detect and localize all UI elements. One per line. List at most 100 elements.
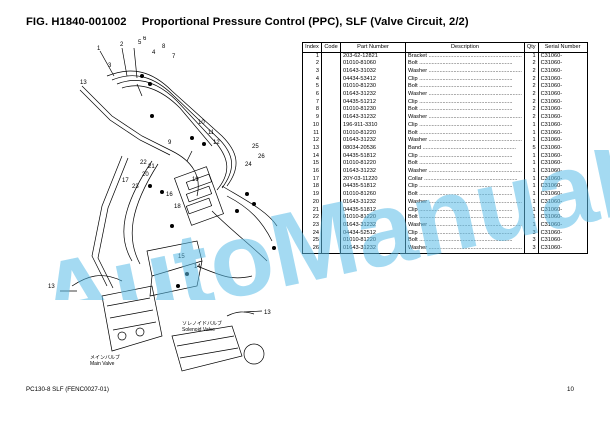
description-text: Washer <box>408 245 522 251</box>
row-part-number: 01010-81220 <box>340 129 406 138</box>
callout-3: 3 <box>108 63 112 69</box>
row-serial: C31060- <box>537 98 588 107</box>
row-index: 14 <box>302 152 322 161</box>
callout-26: 26 <box>258 154 265 160</box>
callout-7: 7 <box>172 54 176 60</box>
callout-5: 5 <box>138 40 142 46</box>
callout-24: 24 <box>245 162 252 168</box>
row-qty: 1 <box>523 183 539 192</box>
row-index: 7 <box>302 98 322 107</box>
callout-1: 1 <box>97 46 101 52</box>
row-qty: 1 <box>523 129 539 138</box>
row-description: Bolt <box>405 106 525 115</box>
row-description: Washer <box>405 221 525 230</box>
description-text: Washer <box>408 68 522 74</box>
row-serial: C31060- <box>537 229 588 238</box>
callout-4: 4 <box>152 50 156 56</box>
row-part-number: 01643-31232 <box>340 245 406 254</box>
row-index: 23 <box>302 221 322 230</box>
row-code <box>321 152 341 161</box>
row-part-number: 04435-51812 <box>340 206 406 215</box>
row-code <box>321 106 341 115</box>
row-qty: 1 <box>523 198 539 207</box>
callout-11: 11 <box>208 130 215 136</box>
row-index: 5 <box>302 83 322 92</box>
description-text: Collar <box>408 176 517 182</box>
callout-12: 12 <box>213 140 220 146</box>
row-description: Washer <box>405 198 525 207</box>
main-valve-label: Main Valve <box>90 361 115 367</box>
row-part-number: 01010-81220 <box>340 237 406 246</box>
callout-21: 21 <box>148 164 155 170</box>
figure-title: FIG. H1840-001002 Proportional Pressure … <box>26 16 469 28</box>
row-serial: C31060- <box>537 121 588 130</box>
description-text: Washer <box>408 199 522 205</box>
footer-model: PC130-8 SLF (FENC0027-01) <box>26 386 109 393</box>
row-code <box>321 98 341 107</box>
description-text: Washer <box>408 114 522 120</box>
row-code <box>321 168 341 176</box>
row-code <box>321 183 341 192</box>
row-part-number: 04435-51812 <box>340 183 406 192</box>
row-description: Washer <box>405 114 525 122</box>
row-part-number: 20Y-03-11220 <box>340 175 406 184</box>
callout-14: 14 <box>194 264 201 270</box>
row-code <box>321 214 341 222</box>
callout-17: 17 <box>122 178 129 184</box>
row-code <box>321 129 341 138</box>
row-index: 26 <box>302 245 322 254</box>
row-description: Washer <box>405 67 525 76</box>
row-qty: 1 <box>523 152 539 161</box>
row-index: 8 <box>302 106 322 115</box>
row-serial: C31060- <box>537 245 588 254</box>
row-description: Washer <box>405 245 525 254</box>
description-text: Bolt <box>408 237 512 243</box>
col-header-index: Index <box>302 42 322 53</box>
row-qty: 2 <box>523 98 539 107</box>
row-part-number: 01010-81060 <box>340 60 406 68</box>
description-text: Washer <box>408 168 522 174</box>
row-part-number: 04434-53412 <box>340 75 406 84</box>
row-code <box>321 52 341 61</box>
row-serial: C31060- <box>537 91 588 99</box>
row-part-number: 08034-20536 <box>340 144 406 153</box>
figure-description: Proportional Pressure Control (PPC), SLF… <box>141 16 469 28</box>
row-description: Bolt <box>405 129 525 138</box>
row-qty: 2 <box>523 83 539 92</box>
row-qty: 1 <box>523 214 539 222</box>
description-text: Washer <box>408 137 522 143</box>
row-serial: C31060- <box>537 198 588 207</box>
callout-23: 23 <box>132 184 139 190</box>
row-code <box>321 144 341 153</box>
row-index: 21 <box>302 206 322 215</box>
row-description: Clip <box>405 152 525 161</box>
row-index: 10 <box>302 121 322 130</box>
row-part-number: 01643-31232 <box>340 114 406 122</box>
row-serial: C31060- <box>537 191 588 199</box>
row-serial: C31060- <box>537 83 588 92</box>
row-index: 20 <box>302 198 322 207</box>
callout-6: 6 <box>143 36 147 42</box>
row-index: 17 <box>302 175 322 184</box>
description-text: Clip <box>408 76 512 82</box>
row-description: Washer <box>405 168 525 176</box>
callout-19: 19 <box>192 177 199 183</box>
row-code <box>321 229 341 238</box>
col-header-qty: Qty <box>523 42 539 53</box>
description-text: Clip <box>408 230 512 236</box>
row-serial: C31060- <box>537 129 588 138</box>
row-part-number: 01643-31232 <box>340 221 406 230</box>
row-part-number: 01010-81230 <box>340 83 406 92</box>
row-code <box>321 83 341 92</box>
row-index: 18 <box>302 183 322 192</box>
